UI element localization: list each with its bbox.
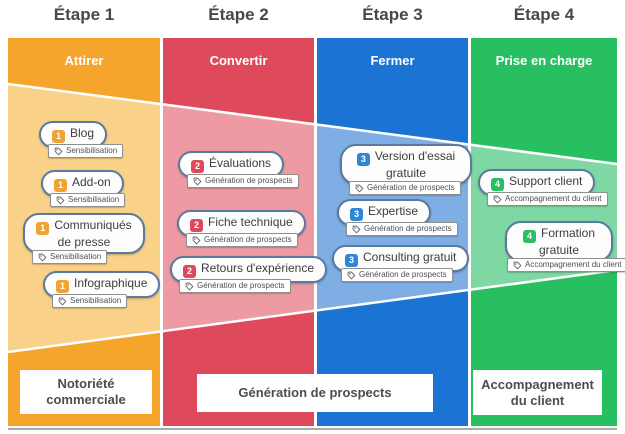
stage-4-step-label: Étape 4 xyxy=(513,5,575,24)
diagram-bottom-border xyxy=(8,428,617,430)
item-tag: Sensibilisation xyxy=(48,144,124,158)
item-number-badge: 2 xyxy=(183,265,196,278)
funnel-top-edge xyxy=(8,82,617,166)
funnel-item-evaluations[interactable]: 2 Évaluations Génération de prospects xyxy=(178,151,299,188)
item-tag: Sensibilisation xyxy=(32,250,108,264)
funnel-item-retours[interactable]: 2 Retours d'expérience Génération de pros… xyxy=(170,256,328,293)
item-number-badge: 2 xyxy=(191,160,204,173)
funnel-item-infographique[interactable]: 1 Infographique Sensibilisation xyxy=(43,271,161,308)
item-number-badge: 4 xyxy=(522,230,536,243)
item-tag: Accompagnement du client xyxy=(487,192,608,206)
tag-icon xyxy=(185,282,194,291)
item-label: Expertise xyxy=(368,204,419,218)
item-tag: Sensibilisation xyxy=(50,193,126,207)
item-number-badge: 1 xyxy=(36,222,50,235)
tag-icon xyxy=(513,261,522,270)
funnel-item-blog[interactable]: 1 Blog Sensibilisation xyxy=(39,121,124,158)
funnel-item-addon[interactable]: 1 Add-on Sensibilisation xyxy=(41,170,126,207)
item-number-badge: 1 xyxy=(56,280,69,293)
item-number-badge: 3 xyxy=(345,254,358,267)
item-number-badge: 4 xyxy=(491,178,504,191)
item-label: Version d'essai gratuite xyxy=(374,149,456,180)
tag-icon xyxy=(347,271,356,280)
item-label: Retours d'expérience xyxy=(201,261,315,275)
item-tag: Génération de prospects xyxy=(341,268,453,282)
bottom-band-accompagnement: Accompagnement du client xyxy=(473,370,602,415)
item-label: Fiche technique xyxy=(208,215,293,229)
stage-4-title: Prise en charge xyxy=(495,53,593,68)
funnel-item-support-client[interactable]: 4 Support client Accompagnement du client xyxy=(478,169,608,206)
funnel-item-consulting[interactable]: 3 Consulting gratuit Génération de prospe… xyxy=(332,245,470,282)
item-tag: Génération de prospects xyxy=(179,279,291,293)
stage-1-step-label: Étape 1 xyxy=(53,5,115,24)
tag-icon xyxy=(54,147,63,156)
item-tag: Génération de prospects xyxy=(346,222,458,236)
item-tag: Génération de prospects xyxy=(186,233,298,247)
item-label: Infographique xyxy=(74,276,148,290)
stage-3-step-label: Étape 3 xyxy=(362,5,423,24)
item-label: Blog xyxy=(70,126,95,140)
item-number-badge: 3 xyxy=(350,208,363,221)
funnel-item-version-essai[interactable]: 3 Version d'essai gratuite Génération de … xyxy=(340,144,472,195)
item-label: Consulting gratuit xyxy=(363,250,457,264)
tag-icon xyxy=(38,253,47,262)
funnel-item-communiques[interactable]: 1 Communiqués de presse Sensibilisation xyxy=(23,213,145,264)
item-number-badge: 3 xyxy=(356,153,370,166)
tag-icon xyxy=(58,297,67,306)
item-label: Support client xyxy=(509,174,583,188)
item-label: Communiqués de presse xyxy=(54,218,132,249)
item-number-badge: 2 xyxy=(190,219,203,232)
funnel-bottom-edge xyxy=(8,268,617,354)
item-label: Évaluations xyxy=(209,156,272,170)
tag-icon xyxy=(352,225,361,234)
bottom-band-generation: Génération de prospects xyxy=(197,374,433,412)
stage-2-title: Convertir xyxy=(209,53,268,68)
tag-icon xyxy=(192,236,201,245)
item-tag: Sensibilisation xyxy=(52,294,128,308)
item-label: Formation gratuite xyxy=(538,226,596,257)
tag-icon xyxy=(493,195,502,204)
item-number-badge: 1 xyxy=(54,179,67,192)
stage-3-title: Fermer xyxy=(370,53,415,68)
item-tag: Génération de prospects xyxy=(349,181,461,195)
stage-1-title: Attirer xyxy=(64,53,104,68)
item-number-badge: 1 xyxy=(52,130,65,143)
bottom-band-notoriete: Notoriété commerciale xyxy=(20,370,152,414)
funnel-item-fiche-technique[interactable]: 2 Fiche technique Génération de prospects xyxy=(177,210,306,247)
item-label: Add-on xyxy=(72,175,111,189)
item-tag: Accompagnement du client xyxy=(507,258,625,272)
tag-icon xyxy=(193,177,202,186)
stage-2-step-label: Étape 2 xyxy=(208,5,269,24)
tag-icon xyxy=(56,196,65,205)
funnel-item-expertise[interactable]: 3 Expertise Génération de prospects xyxy=(337,199,458,236)
tag-icon xyxy=(355,184,364,193)
item-tag: Génération de prospects xyxy=(187,174,299,188)
